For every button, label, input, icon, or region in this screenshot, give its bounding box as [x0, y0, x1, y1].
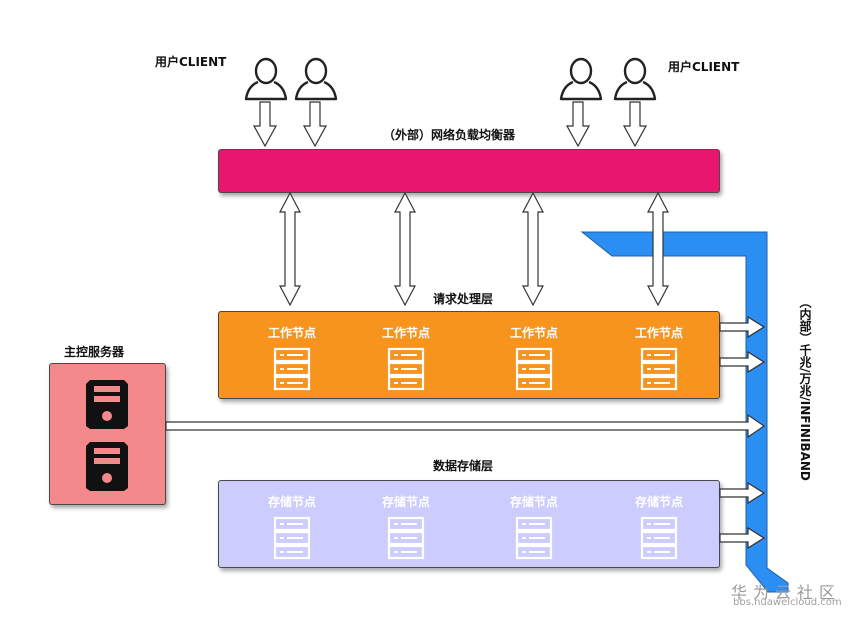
- user-icon: [294, 57, 338, 101]
- load-balancer-bar: [218, 149, 720, 193]
- work-node: 工作节点: [614, 324, 704, 391]
- work-node: 工作节点: [247, 324, 337, 391]
- request-layer-label: 请求处理层: [433, 292, 494, 306]
- user-icon: [244, 57, 288, 101]
- storage-node-label: 存储节点: [634, 495, 683, 509]
- client-label-left: 用户CLIENT: [155, 55, 227, 69]
- work-node-label: 工作节点: [634, 326, 683, 340]
- server-icon: [273, 347, 311, 391]
- work-node: 工作节点: [361, 324, 451, 391]
- server-icon: [387, 347, 425, 391]
- storage-node: 存储节点: [614, 493, 704, 560]
- server-icon: [273, 516, 311, 560]
- storage-node: 存储节点: [361, 493, 451, 560]
- storage-layer-label: 数据存储层: [433, 459, 494, 473]
- server-icon: [640, 347, 678, 391]
- master-label: 主控服务器: [64, 345, 125, 359]
- watermark-url: bbs.huaweicloud.com: [733, 597, 842, 608]
- request-layer-box: 工作节点 工作节点 工作节点 工作节点: [218, 311, 720, 399]
- server-icon: [387, 516, 425, 560]
- server-icon: [640, 516, 678, 560]
- storage-node-label: 存储节点: [267, 495, 316, 509]
- storage-node-label: 存储节点: [509, 495, 558, 509]
- watermark-title: 华为云社区: [731, 583, 842, 602]
- load-balancer-label: （外部）网络负载均衡器: [383, 128, 516, 142]
- user-icon: [613, 57, 657, 101]
- storage-node: 存储节点: [489, 493, 579, 560]
- storage-layer-box: 存储节点 存储节点 存储节点 存储节点: [218, 480, 720, 568]
- master-server-box: [49, 363, 166, 505]
- storage-node: 存储节点: [247, 493, 337, 560]
- server-tower-icon: [86, 380, 128, 429]
- server-tower-icon: [86, 442, 128, 491]
- storage-node-label: 存储节点: [381, 495, 430, 509]
- work-node-label: 工作节点: [509, 326, 558, 340]
- work-node-label: 工作节点: [381, 326, 430, 340]
- work-node-label: 工作节点: [267, 326, 316, 340]
- work-node: 工作节点: [489, 324, 579, 391]
- network-label: （内部）千兆/万兆/INFINIBAND: [798, 296, 812, 481]
- server-icon: [515, 516, 553, 560]
- client-label-right: 用户CLIENT: [668, 60, 740, 74]
- server-icon: [515, 347, 553, 391]
- user-icon: [559, 57, 603, 101]
